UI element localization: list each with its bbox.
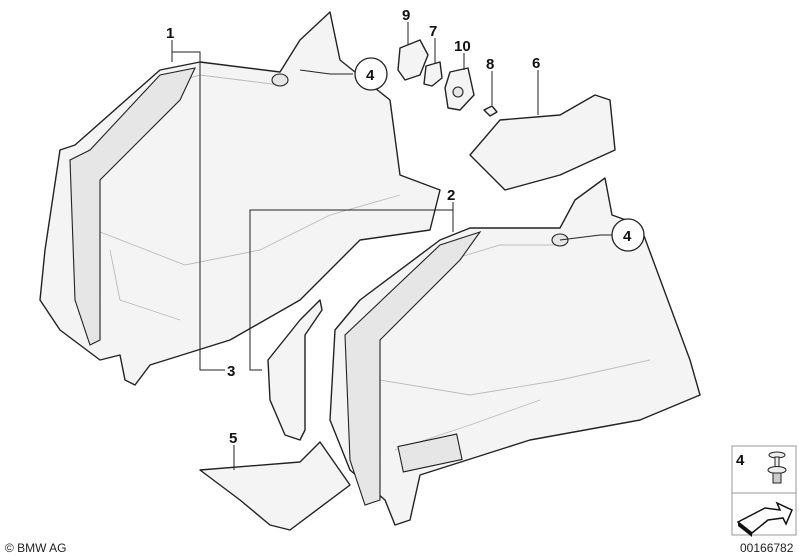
arrow-icon	[736, 501, 793, 534]
callout-1: 1	[166, 25, 174, 42]
callout-4-circle	[354, 57, 388, 91]
inset-box: 4	[731, 445, 797, 537]
callout-9: 9	[402, 7, 410, 24]
callout-2: 2	[447, 187, 455, 204]
seal-7[interactable]	[423, 61, 443, 87]
floor-trim-5[interactable]	[199, 441, 351, 531]
callout-4: 4	[366, 67, 375, 84]
callout-4: 4	[623, 228, 632, 245]
pillar-trim-3[interactable]	[267, 299, 323, 441]
callout-3: 3	[227, 363, 235, 380]
callout-7: 7	[429, 23, 437, 40]
cover-9[interactable]	[397, 39, 429, 81]
leader-lines	[171, 22, 614, 470]
clip-icon	[767, 451, 787, 484]
left-trunk-trim-panel[interactable]	[39, 11, 441, 386]
diagram-number: 00166782	[740, 541, 794, 555]
callout-10: 10	[454, 38, 471, 55]
callout-6: 6	[532, 55, 540, 72]
inset-label: 4	[736, 452, 745, 469]
callout-4-circle	[611, 218, 645, 252]
right-trunk-trim-panel[interactable]	[329, 177, 701, 526]
cover-6[interactable]	[469, 94, 616, 191]
screw-8[interactable]	[483, 105, 498, 117]
callout-8: 8	[486, 56, 494, 73]
copyright-text: © BMW AG	[5, 541, 67, 555]
callout-5: 5	[229, 430, 237, 447]
